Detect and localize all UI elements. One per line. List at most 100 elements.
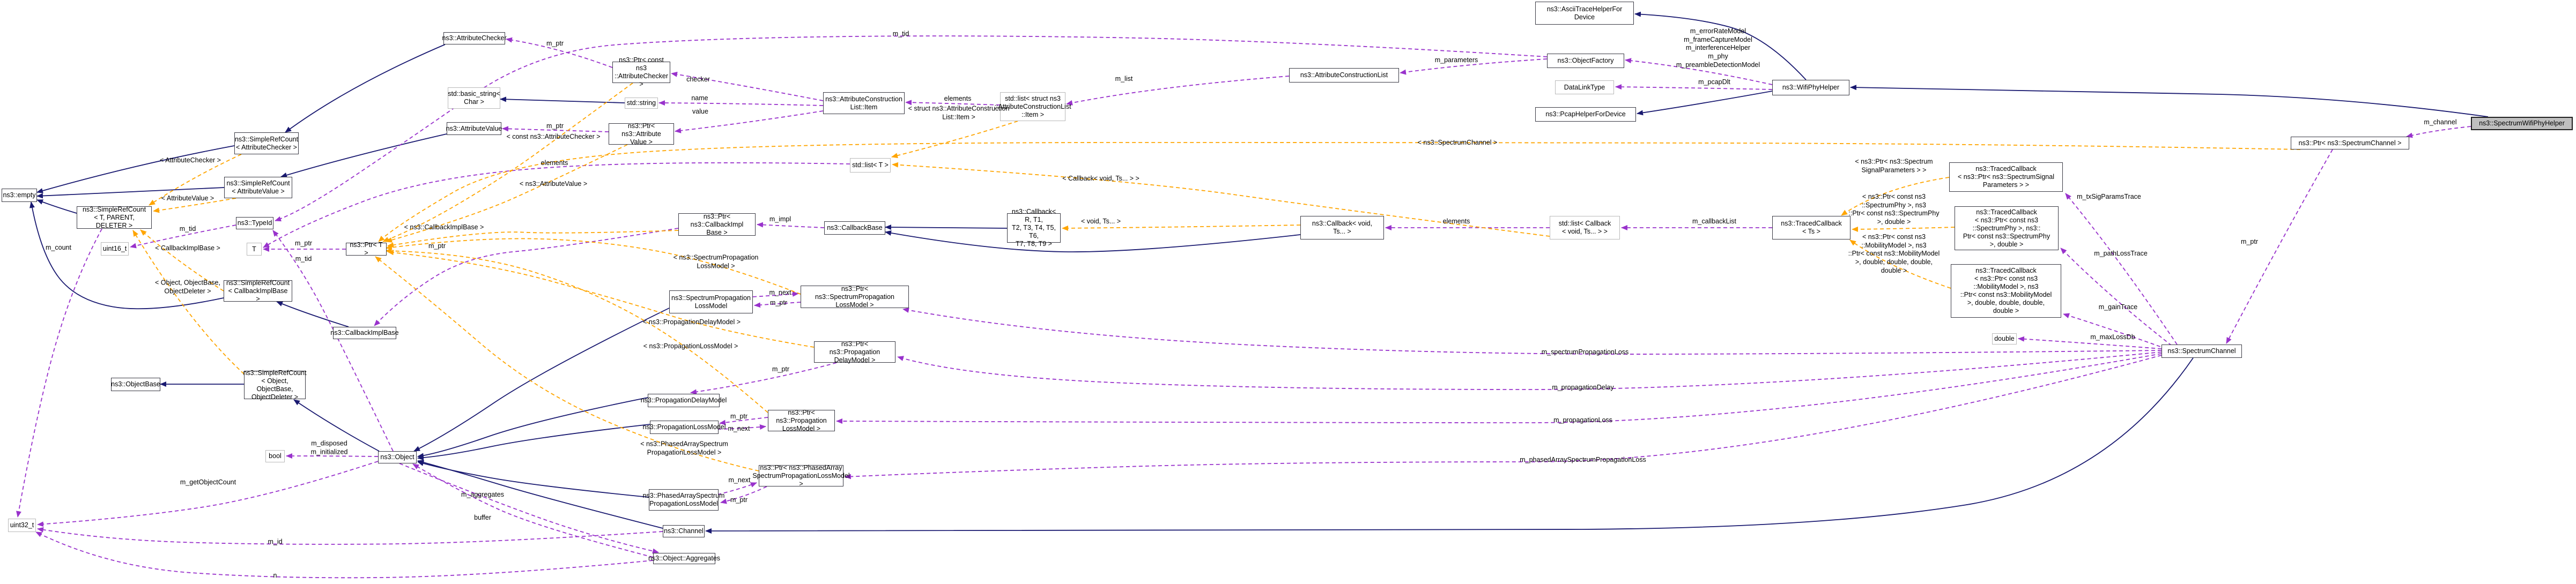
class-node-srcTPD[interactable]: ns3::SimpleRefCount < T, PARENT, DELETER… [77, 206, 152, 229]
edge-member-object-uint32 [37, 461, 379, 527]
edge-label: < ns3::Ptr< const ns3 ::MobilityModel >,… [1848, 233, 1940, 274]
edge-label: m_callbackList [1692, 218, 1736, 226]
class-node-cbbase[interactable]: ns3::CallbackBase [824, 221, 885, 235]
class-node-channel[interactable]: ns3::Channel [663, 525, 705, 537]
edge-label: elements [541, 159, 568, 167]
edge-label: m_phasedArraySpectrumPropagationLoss [1520, 456, 1646, 464]
edge-member-ptrAV-attrvalue [502, 126, 609, 132]
class-node-typeid[interactable]: ns3::TypeId [236, 217, 273, 229]
class-node-srcCIB[interactable]: ns3::SimpleRefCount < CallbackImplBase > [224, 279, 292, 303]
edge-label: m_ptr [546, 122, 564, 130]
class-node-srcOOO[interactable]: ns3::SimpleRefCount < Object, ObjectBase… [243, 369, 307, 401]
edge-label: m_tid [892, 30, 909, 38]
edge-label: m_id [268, 538, 283, 546]
edge-member-item-ptrAV [675, 110, 824, 133]
class-node-dlt: DataLinkType [1555, 80, 1614, 94]
edge-inheritance-cbVoid-cbbase [885, 230, 1301, 253]
edge-label: m_errorRateModel m_frameCaptureModel m_i… [1676, 27, 1760, 69]
edge-member-ptrConstAC-attrchecker [506, 37, 613, 68]
edge-member-spectrumchannel-ptrPDM [897, 351, 2162, 390]
class-node-ptrPLM[interactable]: ns3::Ptr< ns3::Propagation LossModel > [768, 409, 835, 432]
class-node-ptrPDM[interactable]: ns3::Ptr< ns3::Propagation DelayModel > [814, 340, 895, 364]
class-node-objfactory[interactable]: ns3::ObjectFactory [1547, 54, 1624, 68]
class-node-ptrAV[interactable]: ns3::Ptr< ns3::Attribute Value > [609, 122, 674, 146]
edge-label: m_channel [2424, 118, 2457, 126]
class-node-item[interactable]: ns3::AttributeConstruction List::Item [823, 92, 905, 114]
edge-label: < AttributeChecker > [160, 156, 221, 164]
class-node-spl[interactable]: ns3::SpectrumPropagation LossModel [669, 290, 753, 313]
class-node-cbR[interactable]: ns3::Callback< R, T1, T2, T3, T4, T5, T6… [1007, 208, 1061, 248]
edge-member-ptrCIB-cib [374, 228, 679, 326]
edge-label: < ns3::PhasedArraySpectrum PropagationLo… [640, 440, 728, 456]
class-node-cib[interactable]: ns3::CallbackImplBase [330, 327, 399, 339]
edge-inheritance-cbR-cbbase [885, 224, 1008, 230]
class-node-acl[interactable]: ns3::AttributeConstructionList [1289, 68, 1399, 83]
class-node-plm[interactable]: ns3::PropagationLossModel [643, 421, 726, 434]
edge-label: elements [944, 95, 972, 103]
edge-label: m_ptr [770, 299, 787, 307]
edge-inheritance-attrchecker-srcAttrChecker [285, 44, 446, 133]
edge-member-channel-uint32 [37, 527, 663, 545]
class-node-ptrCIB[interactable]: ns3::Ptr< ns3::CallbackImpl Base > [678, 213, 756, 236]
class-node-aggregates[interactable]: ns3::Object::Aggregates [648, 553, 720, 564]
edge-inheritance-object-srcOOO [293, 399, 380, 452]
class-node-ptrConstAC[interactable]: ns3::Ptr< const ns3 ::AttributeChecker > [612, 56, 670, 88]
edge-inheritance-srcAttrChecker-empty [36, 145, 235, 193]
class-node-srcAttrValue[interactable]: ns3::SimpleRefCount < AttributeValue > [224, 177, 292, 198]
edge-inheritance-pasplm-object [417, 461, 649, 498]
class-node-tcSig[interactable]: ns3::TracedCallback < ns3::Ptr< ns3::Spe… [1949, 162, 2063, 192]
edge-label: m_ptr [428, 242, 446, 250]
edge-label: m_spectrumPropagationLoss [1541, 348, 1629, 356]
class-node-object[interactable]: ns3::Object [378, 451, 417, 463]
class-node-ptrSPL[interactable]: ns3::Ptr< ns3::SpectrumPropagation LossM… [801, 285, 909, 309]
class-node-cbVoid[interactable]: ns3::Callback< void, Ts... > [1300, 216, 1384, 239]
class-node-pasplm[interactable]: ns3::PhasedArraySpectrum PropagationLoss… [643, 489, 724, 511]
edge-label: m_parameters [1434, 56, 1478, 64]
class-node-tcMob[interactable]: ns3::TracedCallback < ns3::Ptr< const ns… [1951, 264, 2061, 318]
edge-member-objfactory-typeid [275, 35, 1548, 222]
class-node-attrvalue[interactable]: ns3::AttributeValue [446, 122, 502, 135]
class-node-tcPhy[interactable]: ns3::TracedCallback < ns3::Ptr< const ns… [1955, 206, 2059, 250]
class-node-srcAttrChecker[interactable]: ns3::SimpleRefCount < AttributeChecker > [234, 132, 299, 154]
edge-inheritance-srcAttrValue-empty [36, 187, 225, 199]
edge-template-ptrCIB-ptrT [387, 230, 679, 248]
class-node-uint16: uint16_t [101, 242, 129, 256]
edge-member-object-aggregates [399, 463, 659, 554]
edge-label: m_tid [179, 225, 196, 233]
edge-label: < ns3::SpectrumChannel > [1417, 139, 1498, 147]
edge-inheritance-cib-srcCIB [276, 301, 349, 327]
edge-label: checker [686, 76, 710, 84]
class-node-objbase[interactable]: ns3::ObjectBase [111, 378, 160, 391]
class-node-pdm[interactable]: ns3::PropagationDelayModel [641, 394, 727, 407]
class-node-spectrumchannel[interactable]: ns3::SpectrumChannel [2162, 345, 2242, 358]
edge-inheritance-spl-object [413, 308, 670, 452]
edge-template-ptrSPL-ptrT [386, 238, 801, 295]
class-node-ptrT[interactable]: ns3::Ptr< T > [346, 241, 387, 257]
edge-inheritance-attrvalue-srcAttrValue [280, 133, 447, 178]
class-node-ascii[interactable]: ns3::AsciiTraceHelperFor Device [1535, 2, 1634, 25]
edge-label: < struct ns3::AttributeConstruction List… [908, 104, 1010, 121]
edge-label: < ns3::PropagationDelayModel > [642, 318, 741, 326]
edge-member-ptrSPL-spl [754, 302, 801, 308]
class-node-attrchecker[interactable]: ns3::AttributeChecker [442, 32, 507, 44]
edge-member-wifiphyhelper-objfactory [1625, 58, 1773, 85]
edge-label: m_tid [295, 255, 312, 263]
class-node-pcap[interactable]: ns3::PcapHelperForDevice [1535, 107, 1636, 122]
edge-template-ptrAV-ptrT [386, 144, 628, 243]
edge-member-swph-ptrSC [2406, 126, 2471, 138]
class-node-tcTs[interactable]: ns3::TracedCallback < Ts > [1772, 216, 1850, 239]
edge-label: n [273, 572, 277, 580]
edge-label: m_ptr [295, 239, 312, 248]
class-node-empty[interactable]: ns3::empty [2, 189, 37, 202]
class-node-stdstring: std::string [625, 98, 658, 109]
edge-label: < AttributeValue > [161, 194, 214, 203]
class-node-ptrSC[interactable]: ns3::Ptr< ns3::SpectrumChannel > [2291, 137, 2409, 149]
edge-label: m_next [728, 476, 751, 484]
edge-member-spectrumchannel-tcMob [2063, 313, 2167, 349]
edge-label: < Callback< void, Ts... > > [1062, 175, 1139, 183]
edge-member-spectrumchannel-tcSig [2065, 193, 2178, 345]
class-node-ptrPASPLM[interactable]: ns3::Ptr< ns3::PhasedArray SpectrumPropa… [752, 463, 850, 488]
class-node-wifiphyhelper[interactable]: ns3::WifiPhyHelper [1772, 80, 1849, 95]
edge-label: < CallbackImplBase > [155, 244, 220, 252]
